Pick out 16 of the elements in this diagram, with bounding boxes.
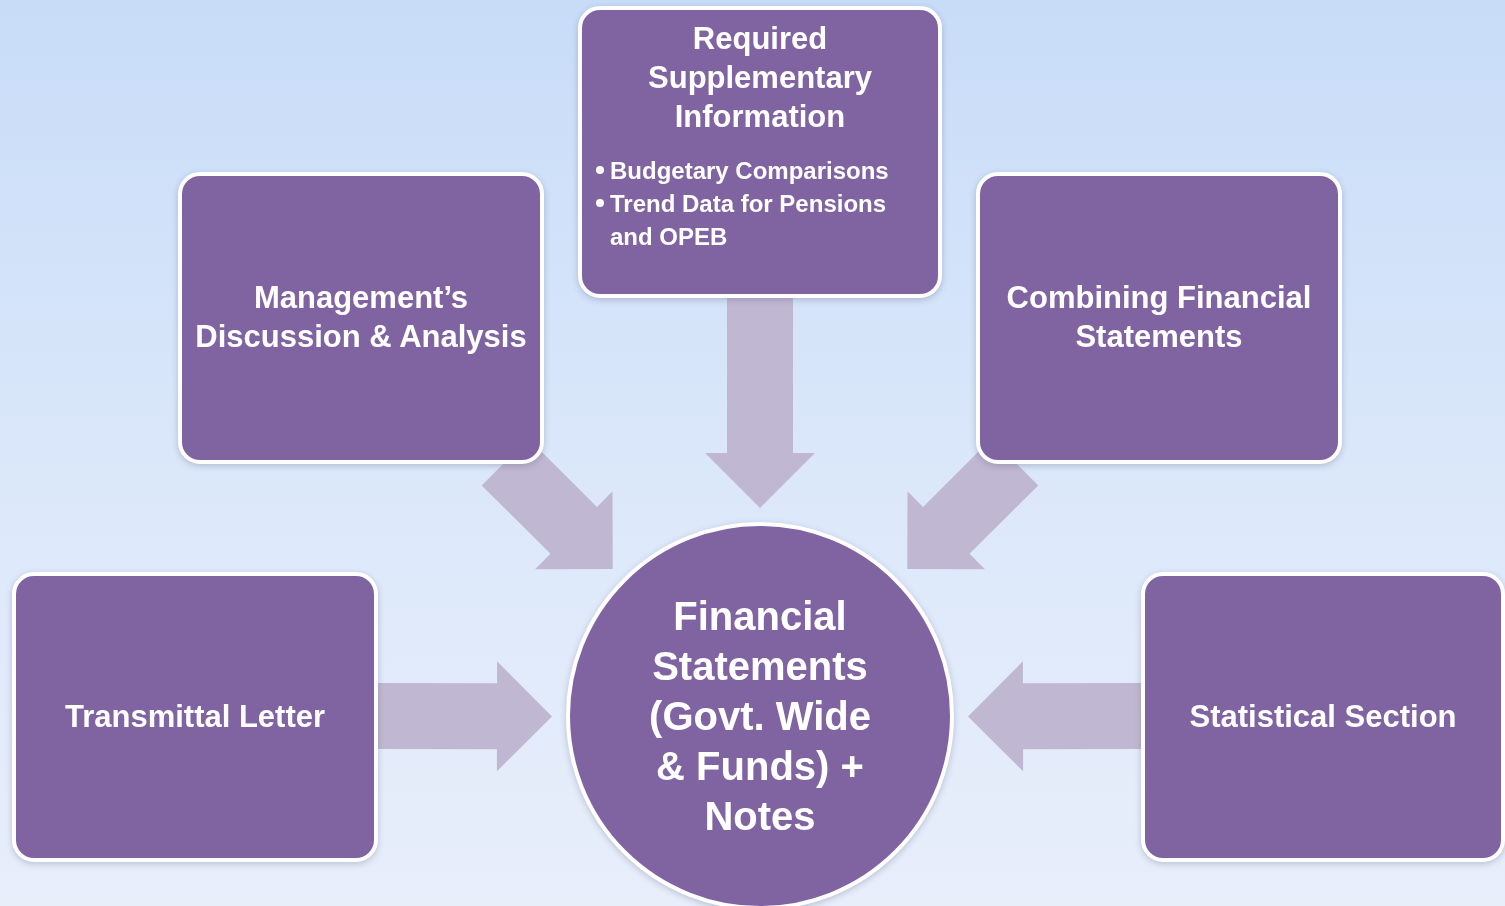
bullet-item: Budgetary Comparisons xyxy=(610,156,889,187)
process-box xyxy=(1141,572,1505,862)
block-arrow xyxy=(705,298,815,508)
bullet-item: Trend Data for Pensions and OPEB xyxy=(610,189,888,253)
block-arrow xyxy=(377,661,552,772)
process-box xyxy=(976,172,1342,464)
box-title: Financial Statements (Govt. Wide & Funds) + Notes xyxy=(648,593,872,840)
process-box xyxy=(578,6,942,298)
box-title: Transmittal Letter xyxy=(64,697,326,736)
process-box xyxy=(178,172,544,464)
box-title: Statistical Section xyxy=(1189,697,1457,736)
block-arrow xyxy=(968,661,1142,772)
box-title: Combining Financial Statements xyxy=(1005,279,1313,356)
box-title: Required Supplementary Information xyxy=(647,20,873,136)
process-box xyxy=(12,572,378,862)
box-title: Management’s Discussion & Analysis xyxy=(194,279,528,356)
